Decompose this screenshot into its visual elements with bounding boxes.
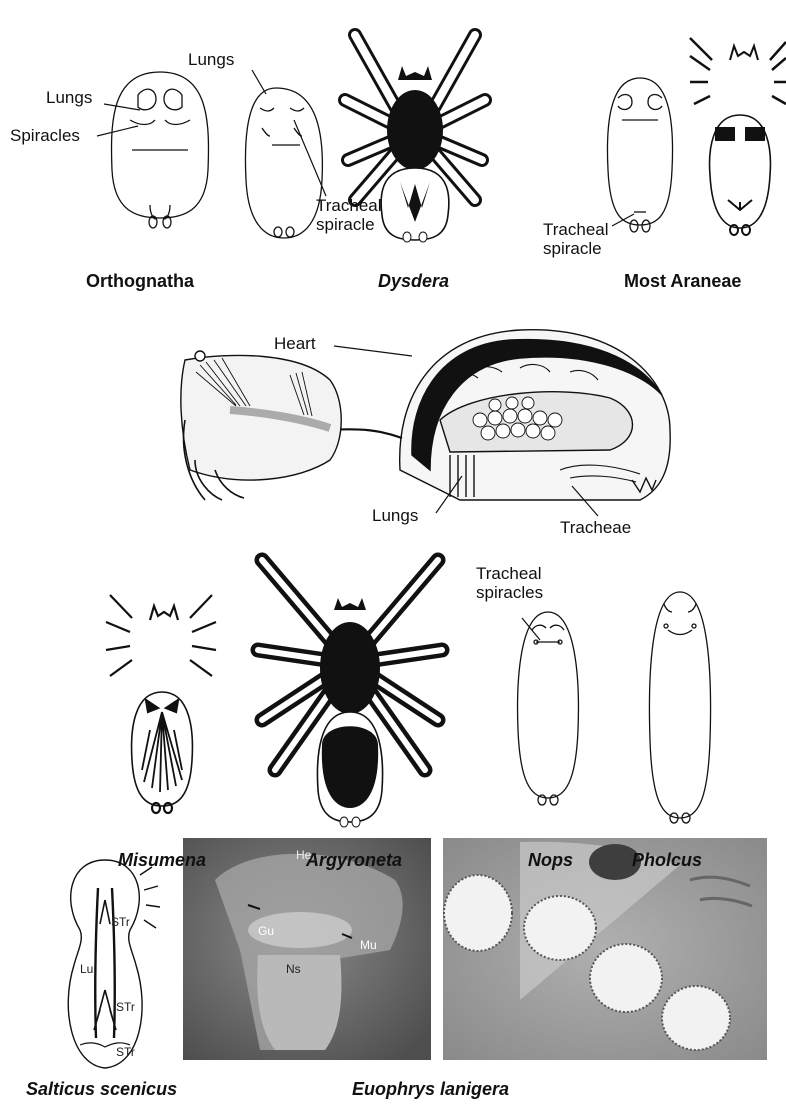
misumena-title: Misumena — [118, 850, 206, 871]
euophrys-section-photo — [183, 838, 431, 1060]
nops-abdomen — [518, 612, 579, 805]
pholcus-title: Pholcus — [632, 850, 702, 871]
orthognatha-leaders — [97, 104, 140, 136]
second-tracheal-label: Tracheal — [316, 196, 382, 216]
orthognatha-spiracles-label: Spiracles — [10, 126, 80, 146]
two-lung-abdomen — [245, 88, 322, 238]
misumena-spider — [106, 595, 216, 813]
salticus-mark-str-top: STr — [111, 915, 130, 929]
nops-tracheal-label: Tracheal — [476, 564, 542, 584]
salticus-title: Salticus scenicus — [26, 1079, 177, 1100]
sagittal-section-diagram — [181, 330, 670, 500]
salticus-mark-str-mid: STr — [116, 1000, 135, 1014]
section-lungs-label: Lungs — [372, 506, 418, 526]
euophrys-mark-mu: Mu — [360, 938, 377, 952]
euophrys-mark-he: He — [296, 848, 311, 862]
pholcus-abdomen — [649, 592, 710, 823]
argyroneta-title: Argyroneta — [306, 850, 402, 871]
euophrys-mark-gu: Gu — [258, 924, 274, 938]
salticus-mark-str-bottom: STr — [116, 1045, 135, 1059]
most-araneae-title: Most Araneae — [624, 271, 741, 292]
nops-spiracles-label: spiracles — [476, 583, 543, 603]
argyroneta-spider — [258, 560, 442, 827]
tracheae-label: Tracheae — [560, 518, 631, 538]
nops-leader — [522, 618, 540, 640]
orthognatha-abdomen — [112, 72, 209, 228]
orthognatha-lungs-label: Lungs — [46, 88, 92, 108]
orthognatha-title: Orthognatha — [86, 271, 194, 292]
most-araneae-tracheal-label: Tracheal — [543, 220, 609, 240]
nops-title: Nops — [528, 850, 573, 871]
second-lungs-label: Lungs — [188, 50, 234, 70]
euophrys-mark-ns: Ns — [286, 962, 301, 976]
heart-label: Heart — [274, 334, 316, 354]
most-araneae-spiracle-label: spiracle — [543, 239, 602, 259]
two-lung-leaders — [252, 70, 326, 196]
most-araneae-abdomen — [607, 78, 672, 232]
euophrys-tracheae-photo — [443, 838, 767, 1060]
most-araneae-spider — [690, 38, 786, 235]
second-spiracle-label: spiracle — [316, 215, 375, 235]
dysdera-title: Dysdera — [378, 271, 449, 292]
euophrys-title: Euophrys lanigera — [352, 1079, 509, 1100]
salticus-mark-lu: Lu — [80, 962, 93, 976]
